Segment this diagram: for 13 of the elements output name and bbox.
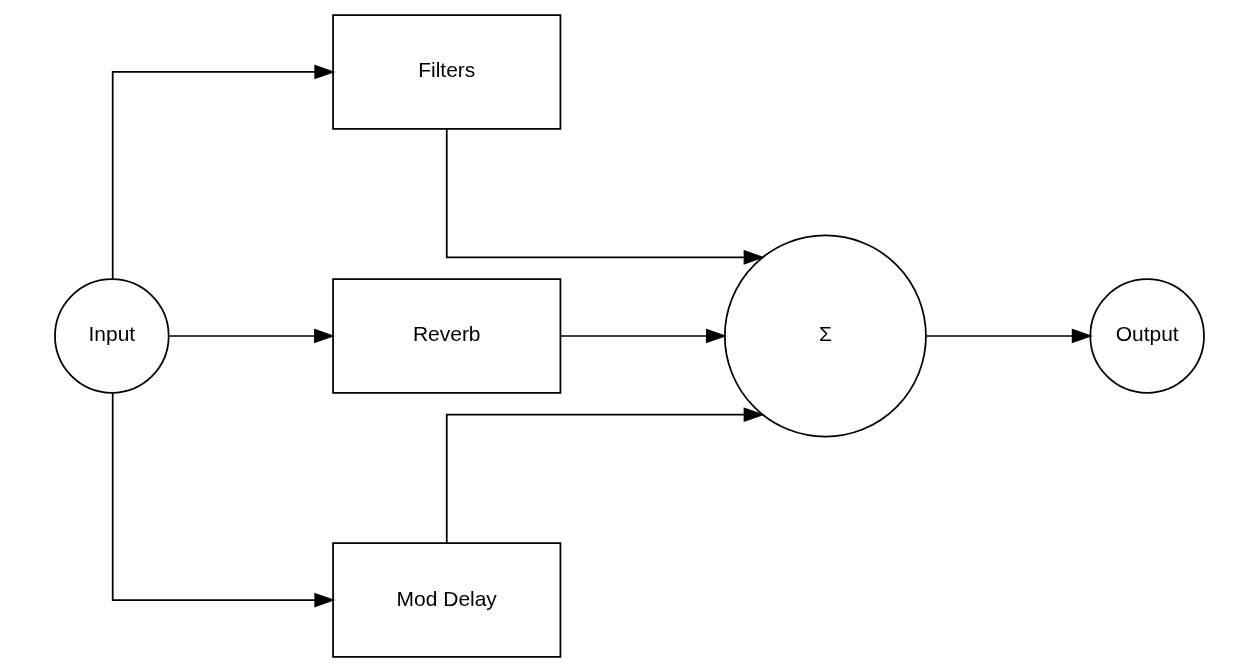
arrow — [168, 328, 335, 344]
node-circle: Output — [1088, 278, 1205, 394]
arrow — [924, 328, 1093, 344]
arrow — [111, 64, 335, 280]
arrow — [445, 128, 765, 265]
arrow — [559, 328, 727, 344]
arrow — [111, 392, 335, 608]
node-circle: Σ — [723, 234, 927, 438]
node-box: Filters — [331, 14, 561, 130]
node-box: Mod Delay — [331, 542, 561, 658]
node-circle: Input — [53, 278, 170, 394]
arrow — [445, 407, 765, 544]
node-box: Reverb — [331, 278, 561, 394]
